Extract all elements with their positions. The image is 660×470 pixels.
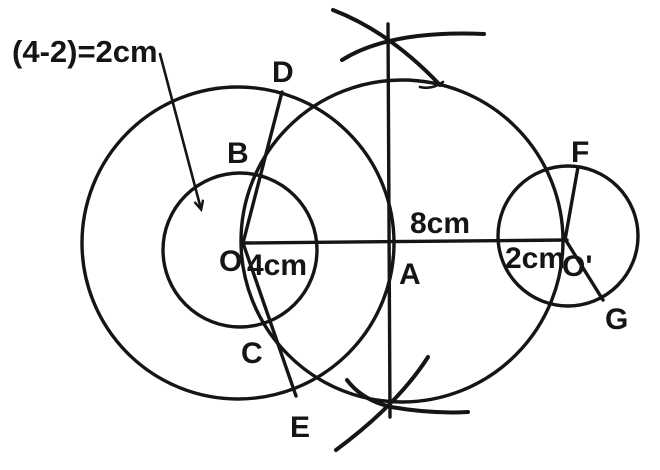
label-point-C: C (241, 337, 263, 370)
label-point-O: O (219, 245, 242, 278)
construction-arc-bottom-steep (334, 355, 430, 452)
label-point-A: A (399, 258, 421, 291)
segment-O-to-D (241, 90, 284, 245)
circle-O-difference-radius-2cm (161, 171, 319, 329)
labels-group: (4-2)=2cm D B O C E A F O' G 4cm 8cm 2cm (12, 34, 628, 444)
segment-O-to-E (241, 241, 298, 398)
difference-annotation-arrow (158, 52, 201, 209)
segment-O-Oprime (241, 238, 569, 245)
label-point-G: G (605, 303, 628, 336)
construction-arc-top-shallow (340, 31, 486, 62)
label-point-F: F (571, 136, 589, 169)
construction-arcs-group (331, 8, 486, 452)
circle-Oprime-radius-2cm (496, 164, 640, 308)
segments-group (241, 22, 605, 419)
label-radius-2cm: 2cm (505, 242, 565, 275)
construction-arc-top-flick (418, 80, 445, 90)
perpendicular-bisector-line (386, 22, 392, 419)
segment-Oprime-to-F (563, 165, 580, 242)
label-point-Oprime: O' (562, 250, 592, 283)
construction-arc-bottom-shallow (345, 378, 470, 415)
segment-Oprime-to-G (563, 237, 605, 302)
label-difference-annotation: (4-2)=2cm (12, 34, 158, 69)
label-point-E: E (290, 411, 310, 444)
label-radius-4cm: 4cm (247, 249, 307, 282)
label-point-B: B (227, 137, 249, 170)
label-point-D: D (272, 56, 294, 89)
label-distance-8cm: 8cm (410, 207, 470, 240)
